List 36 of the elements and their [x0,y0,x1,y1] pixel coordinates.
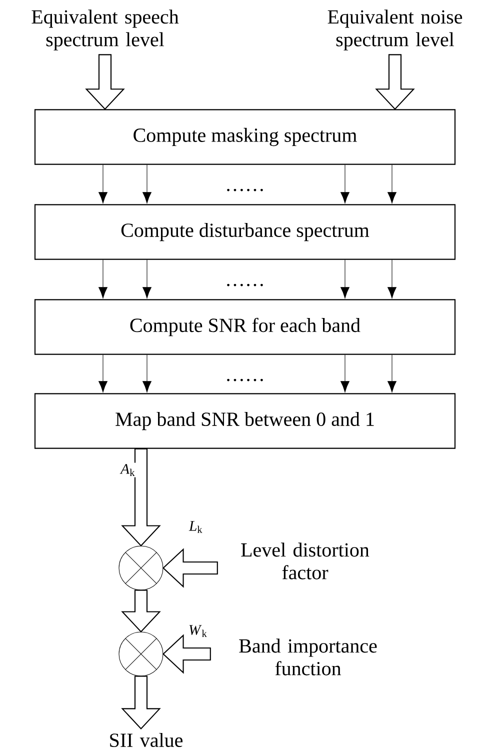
block-arrow [375,54,415,110]
process-box: Map band SNR between 0 and 1 [34,393,456,449]
ellipsis-text: …… [227,284,263,286]
arrow [142,164,152,204]
edge-label: L$_{k}$ [188,520,204,534]
block-arrow [85,54,125,110]
multiplier-symbol [118,546,164,590]
multiplier-symbol [118,632,164,676]
process-box: Compute masking spectrum [34,109,456,165]
process-box: Compute disturbance spectrum [34,204,456,260]
arrow [340,354,350,392]
block-arrow [121,590,161,633]
arrow [98,260,108,298]
text-label: Level distortion factor [241,542,370,580]
ellipsis-text: …… [227,378,263,382]
arrow [142,354,152,392]
arrow [388,164,396,204]
arrow [98,354,108,392]
text-label: SII value [110,732,182,748]
block-arrow [162,634,211,674]
process-box: Compute SNR for each band [34,299,456,355]
edge-label: A$_{k}$ [119,462,137,478]
text-label: Equivalent speech spectrum level [32,10,179,50]
text-label: Equivalent noise spectrum level [328,10,462,50]
ellipsis-text: …… [227,188,263,192]
text-label: Band importance function [239,638,377,676]
arrow [340,164,350,204]
arrow [340,260,350,298]
arrow [142,260,152,298]
arrow [98,164,108,204]
edge-label: W$_{k}$ [187,624,209,638]
arrow [388,260,396,298]
block-arrow [121,676,161,730]
block-arrow [162,548,218,588]
block-arrow [121,448,161,547]
arrow [388,354,396,392]
